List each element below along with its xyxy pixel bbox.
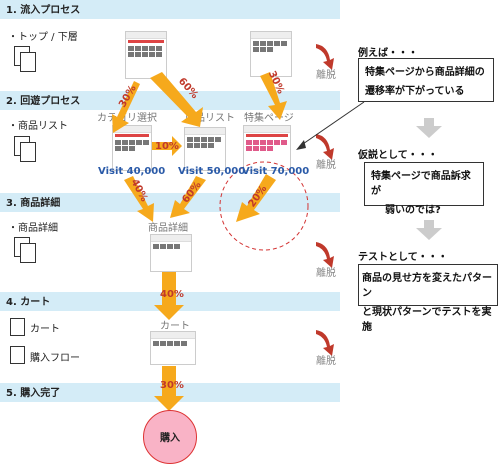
arrow-feature-to-detail (236, 174, 276, 222)
hypothesis-note: 特集ページで商品訴求が 弱いのでは? (364, 162, 484, 216)
stage-label: 2. 回遊プロセス (6, 96, 81, 107)
page-label-detail: 商品詳細 (148, 223, 188, 234)
hypothesis-note-line-2: 弱いのでは? (385, 205, 441, 216)
arrow-list-to-detail (170, 176, 206, 218)
stage-label: 5. 購入完了 (6, 388, 61, 399)
page-label-list: 商品リスト (185, 113, 235, 124)
rate-cart-to-purchase: 30% (160, 380, 184, 391)
test-heading: テストとして・・・ (358, 252, 448, 263)
stage-label: 4. カート (6, 297, 51, 308)
exit-arrow-4 (316, 330, 334, 356)
exit-label: 離脱 (316, 356, 336, 367)
feature-page-thumbnail (243, 125, 291, 171)
list-page-thumbnail (184, 127, 226, 171)
visit-feature: Visit 70,000 (242, 166, 310, 177)
sublabel-cart: カート (30, 324, 60, 335)
rate-category-to-list: 10% (155, 141, 179, 152)
arrow-top-to-list (150, 72, 203, 127)
visit-list: Visit 50,000 (178, 166, 246, 177)
cart-page-thumbnail (150, 331, 196, 365)
arrow-category-to-list (152, 136, 182, 156)
stage-label: 3. 商品詳細 (6, 198, 61, 209)
purchase-label: 購入 (160, 433, 180, 444)
exit-arrow-3 (316, 242, 334, 268)
example-note: 特集ページから商品詳細の 遷移率が下がっている (358, 58, 494, 102)
hypothesis-note-line-1: 特集ページで商品訴求が (371, 171, 471, 197)
arrow-detail-to-cart (154, 272, 184, 320)
exit-label: 離脱 (316, 70, 336, 81)
page-label-category: カテゴリ選択 (97, 113, 157, 124)
exit-arrow-2 (316, 134, 334, 160)
example-note-line-1: 特集ページから商品詳細の (365, 67, 485, 78)
stage-band-inflow: 1. 流入プロセス (0, 0, 340, 19)
flow-page-icon (10, 346, 25, 364)
arrow-top-to-feature (260, 72, 287, 120)
sublabel-flow: 購入フロー (30, 353, 80, 364)
rate-detail-to-cart: 40% (160, 289, 184, 300)
stage-band-browse: 2. 回遊プロセス (0, 91, 340, 110)
arrow-category-to-detail (124, 176, 154, 222)
category-page-thumbnail (112, 125, 152, 171)
callout-pointer-head (296, 140, 306, 150)
detail-page-thumbnail (150, 234, 192, 272)
example-note-line-2: 遷移率が下がっている (365, 86, 465, 97)
cart-page-icon (10, 318, 25, 336)
highlight-circle (219, 161, 309, 251)
grey-down-arrow-2 (416, 220, 442, 240)
page-label-cart: カート (160, 321, 190, 332)
top-page-thumbnail (125, 31, 167, 79)
stage-label: 1. 流入プロセス (6, 5, 81, 16)
test-note-line-1: 商品の見せ方を変えたパターン (362, 273, 492, 299)
test-note: 商品の見せ方を変えたパターン と現状パターンでテストを実施 (358, 264, 498, 333)
hypothesis-heading: 仮説として・・・ (358, 150, 438, 161)
purchase-circle: 購入 (143, 410, 197, 464)
grey-down-arrow-1 (416, 118, 442, 138)
exit-arrow-1 (316, 44, 334, 70)
arrow-top-to-category (112, 80, 140, 133)
callout-pointer (299, 101, 365, 147)
sublabel-top: ・トップ / 下層 (8, 32, 78, 43)
arrow-cart-to-purchase (154, 366, 184, 411)
sublabel-detail: ・商品詳細 (8, 223, 58, 234)
example-heading: 例えば・・・ (358, 48, 418, 59)
page-label-feature: 特集ページ (244, 113, 294, 124)
exit-label: 離脱 (316, 160, 336, 171)
exit-label: 離脱 (316, 268, 336, 279)
visit-category: Visit 40,000 (98, 166, 166, 177)
test-note-line-2: と現状パターンでテストを実施 (362, 307, 492, 333)
sub-page-thumbnail (250, 31, 292, 77)
sublabel-list: ・商品リスト (8, 121, 68, 132)
